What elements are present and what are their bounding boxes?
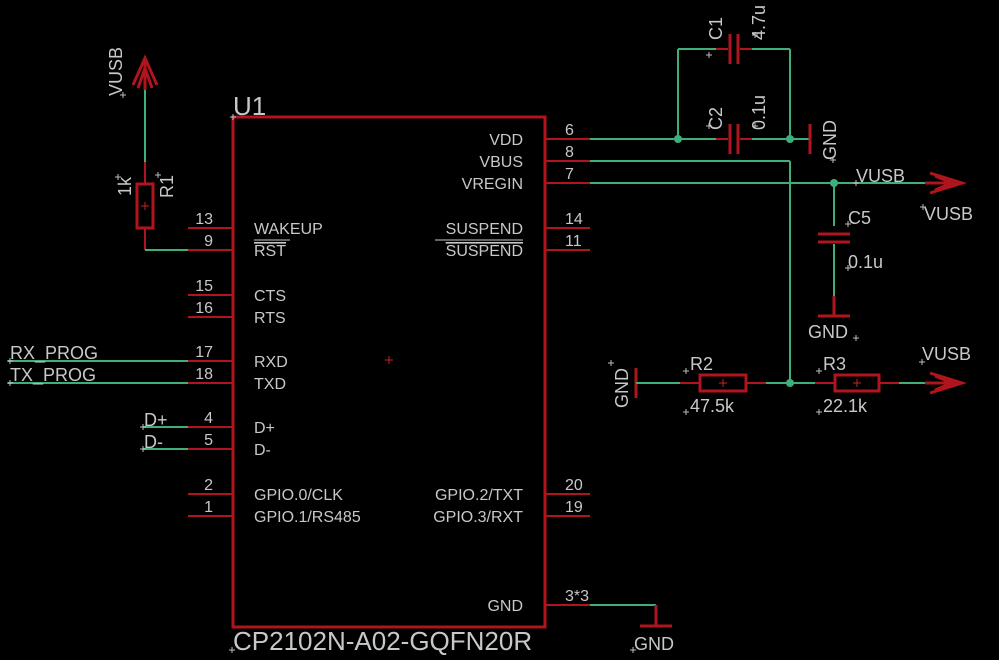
pin-name-gpio3: GPIO.3/RXT	[433, 509, 523, 526]
vusb-arrow-right-bottom	[925, 371, 968, 395]
pin-num: 9	[204, 233, 213, 250]
gnd-label-u1: GND	[634, 634, 674, 654]
vusb-label-left: VUSB	[106, 47, 126, 96]
net-dminus: D-	[144, 432, 163, 452]
pin-name-rst: RST	[254, 243, 286, 260]
pin-num: 16	[195, 300, 213, 317]
pin-name-gpio2: GPIO.2/TXT	[435, 487, 523, 504]
vusb-arrow-right-top	[925, 171, 968, 195]
pin-name-txd: TXD	[254, 376, 286, 393]
pin-num: 3*3	[565, 588, 589, 605]
vusb-arrow-left	[131, 54, 159, 90]
net-rx-prog: RX_PROG	[10, 343, 98, 364]
u1-body[interactable]	[231, 115, 547, 629]
r3-value: 22.1k	[823, 396, 868, 416]
r1-resistor[interactable]	[135, 162, 155, 250]
pin-num: 19	[565, 499, 583, 516]
pin-num: 7	[565, 166, 574, 183]
u1-part: CP2102N-A02-GQFN20R	[233, 626, 532, 656]
c2-value: 0.1u	[749, 95, 769, 130]
junction	[674, 135, 682, 143]
gnd-label-r2: GND	[612, 368, 632, 408]
pin-num: 20	[565, 477, 583, 494]
pin-num: 1	[204, 499, 213, 516]
net-dplus: D+	[144, 410, 168, 430]
gnd-label-c5: GND	[808, 322, 848, 342]
pin-num: 18	[195, 366, 213, 383]
pin-name-cts: CTS	[254, 288, 286, 305]
pin-name-rxd: RXD	[254, 354, 288, 371]
pin-name-rts: RTS	[254, 310, 286, 327]
u1-right-pin-lines	[545, 138, 590, 606]
pin-num: 11	[565, 233, 582, 250]
c2-ref: C2	[706, 107, 726, 130]
vusb-label-right-bottom: VUSB	[922, 344, 971, 364]
c1-capacitor[interactable]	[716, 34, 752, 64]
gnd-symbol-u1	[640, 605, 672, 628]
u1-left-pin-lines	[188, 227, 233, 517]
r1-value: 1k	[115, 176, 135, 196]
c1-ref: C1	[706, 17, 726, 40]
pin-num: 13	[195, 211, 213, 228]
pin-num: 17	[195, 344, 213, 361]
pin-num: 15	[195, 278, 213, 295]
pin-name-gnd: GND	[487, 598, 523, 615]
vusb-label-right-top: VUSB	[856, 166, 905, 186]
r3-ref: R3	[823, 354, 846, 374]
u1-ref: U1	[233, 91, 266, 121]
gnd-symbol-c5	[818, 296, 850, 318]
r2-ref: R2	[690, 354, 713, 374]
r1-ref: R1	[157, 175, 177, 198]
pin-num: 5	[204, 432, 213, 449]
junction	[786, 379, 794, 387]
pin-name-suspend: SUSPEND	[446, 221, 523, 238]
pin-num: 8	[565, 144, 574, 161]
junction	[786, 135, 794, 143]
c5-value: 0.1u	[848, 252, 883, 272]
net-tx-prog: TX_PROG	[10, 365, 96, 386]
pin-num: 6	[565, 122, 574, 139]
r3-resistor[interactable]	[815, 373, 899, 393]
c1-value: 4.7u	[749, 5, 769, 40]
gnd-label-c2: GND	[820, 120, 840, 160]
c5-capacitor[interactable]	[818, 232, 850, 244]
pin-num: 14	[565, 211, 583, 228]
pin-name-dminus: D-	[254, 442, 271, 459]
r2-value: 47.5k	[690, 396, 735, 416]
pin-name-dplus: D+	[254, 420, 275, 437]
pin-name-vdd: VDD	[489, 132, 523, 149]
pin-name-vregin: VREGIN	[462, 176, 523, 193]
pin-name-wakeup: WAKEUP	[254, 221, 323, 238]
pin-num: 4	[204, 410, 213, 427]
pin-name-gpio0: GPIO.0/CLK	[254, 487, 343, 504]
pin-name-suspend-n: SUSPEND	[446, 243, 523, 260]
pin-name-gpio1: GPIO.1/RS485	[254, 509, 361, 526]
origin-markers	[7, 32, 926, 653]
c5-ref: C5	[848, 208, 871, 228]
c2-capacitor[interactable]	[716, 124, 752, 154]
pin-num: 2	[204, 477, 213, 494]
pin-name-vbus: VBUS	[479, 154, 523, 171]
vusb-label-right-top-2: VUSB	[924, 204, 973, 224]
r2-resistor[interactable]	[680, 373, 766, 393]
